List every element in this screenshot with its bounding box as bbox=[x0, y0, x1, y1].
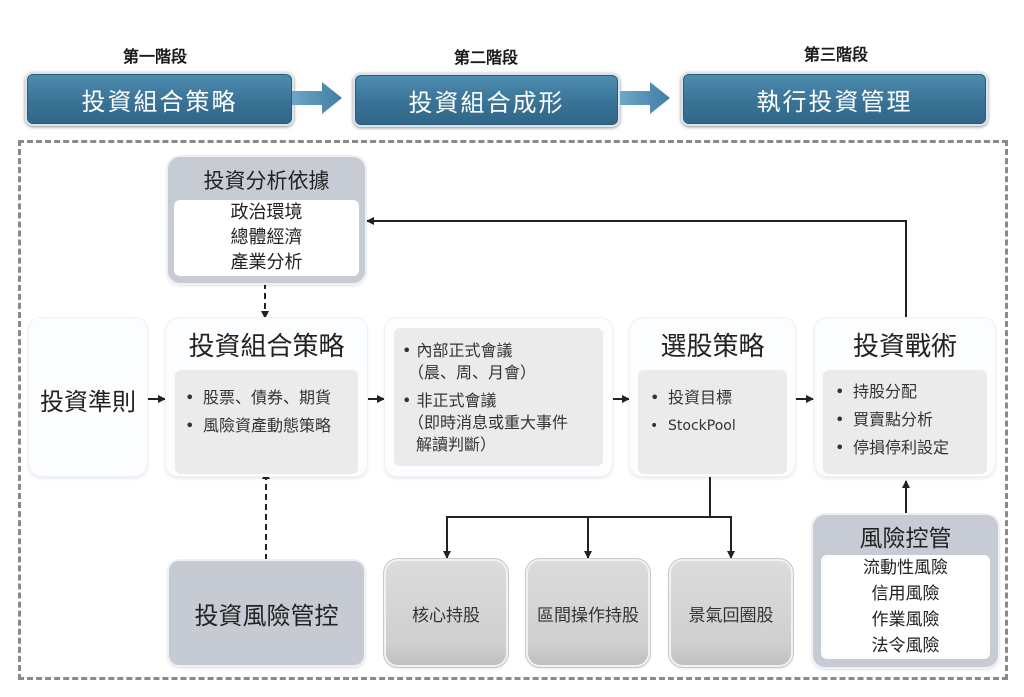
stage-1-box: 投資組合策略 bbox=[25, 72, 294, 126]
meeting-item-informal: • 非正式會議 （即時消息或重大事件 解讀判斷） bbox=[402, 391, 569, 454]
process-frame bbox=[18, 140, 1008, 680]
tactics-item: 持股分配 bbox=[831, 378, 987, 406]
stage-arrow-1-icon bbox=[292, 82, 342, 114]
meeting-formal-title: 內部正式會議 bbox=[416, 341, 513, 360]
tactics-item: 停損停利設定 bbox=[831, 434, 987, 462]
stock-selection-title: 選股策略 bbox=[660, 332, 765, 362]
tactics-item: 買賣點分析 bbox=[831, 406, 987, 434]
investment-principles-card: 投資準則 bbox=[29, 318, 147, 476]
analysis-basis-list: 政治環境 總體經濟 產業分析 bbox=[174, 200, 359, 276]
risk-control-item: 流動性風險 bbox=[863, 558, 948, 578]
branch-to-cyclical bbox=[710, 516, 735, 559]
risk-control-box: 風險控管 流動性風險 信用風險 作業風險 法令風險 bbox=[813, 515, 998, 667]
risk-control-title: 風險控管 bbox=[859, 526, 952, 552]
meetings-card: • 內部正式會議 （晨、周、月會） • 非正式會議 （即時消息或重大事件 解讀判… bbox=[385, 318, 612, 476]
portfolio-strategy-body: 股票、債券、期貨 風險資產動態策略 bbox=[175, 370, 358, 474]
analysis-basis-title: 投資分析依據 bbox=[203, 169, 330, 193]
portfolio-strategy-card: 投資組合策略 股票、債券、期貨 風險資產動態策略 bbox=[166, 318, 367, 476]
risk-control-item: 法令風險 bbox=[871, 636, 940, 656]
stage-3-box: 執行投資管理 bbox=[681, 72, 988, 126]
meeting-informal-detail: （即時消息或重大事件 bbox=[408, 413, 569, 432]
stock-selection-item: StockPool bbox=[646, 412, 787, 440]
meeting-item-formal: • 內部正式會議 （晨、周、月會） bbox=[402, 341, 537, 382]
tactics-card: 投資戰術 持股分配 買賣點分析 停損停利設定 bbox=[815, 318, 995, 476]
analysis-basis-box: 投資分析依據 政治環境 總體經濟 產業分析 bbox=[168, 157, 365, 283]
analysis-basis-item: 產業分析 bbox=[230, 252, 303, 273]
holding-core-box: 核心持股 bbox=[386, 561, 506, 665]
stock-selection-card: 選股策略 投資目標 StockPool bbox=[630, 318, 795, 476]
stage-2-box: 投資組合成形 bbox=[353, 73, 620, 127]
analysis-basis-item: 政治環境 bbox=[230, 202, 303, 223]
stage-2-title: 投資組合成形 bbox=[408, 88, 565, 117]
holding-band-trading-box: 區間操作持股 bbox=[528, 561, 648, 665]
holding-cyclical-label: 景氣回圈股 bbox=[688, 605, 774, 626]
tactics-title: 投資戰術 bbox=[852, 332, 957, 362]
portfolio-strategy-item: 股票、債券、期貨 bbox=[181, 384, 358, 412]
investment-risk-management-title: 投資風險管控 bbox=[194, 601, 339, 630]
stage-2-label: 第二階段 bbox=[453, 48, 518, 67]
meeting-informal-detail-2: 解讀判斷） bbox=[416, 435, 497, 454]
stage-arrow-2-icon bbox=[620, 82, 670, 114]
tactics-body: 持股分配 買賣點分析 停損停利設定 bbox=[823, 370, 987, 474]
portfolio-strategy-title: 投資組合策略 bbox=[188, 332, 345, 362]
feedback-line bbox=[366, 217, 907, 320]
meeting-formal-detail: （晨、周、月會） bbox=[408, 363, 537, 382]
stock-selection-body: 投資目標 StockPool bbox=[638, 370, 787, 474]
meeting-informal-title: 非正式會議 bbox=[416, 391, 497, 410]
branch-line bbox=[443, 475, 711, 559]
stage-3-title: 執行投資管理 bbox=[756, 87, 913, 116]
stage-1-title: 投資組合策略 bbox=[81, 87, 238, 116]
risk-control-list: 流動性風險 信用風險 作業風險 法令風險 bbox=[821, 555, 990, 659]
investment-principles-title: 投資準則 bbox=[40, 388, 136, 416]
stage-1-label: 第一階段 bbox=[122, 47, 187, 66]
analysis-basis-item: 總體經濟 bbox=[230, 227, 303, 248]
holding-band-trading-label: 區間操作持股 bbox=[537, 605, 639, 626]
risk-control-item: 信用風險 bbox=[871, 584, 940, 604]
risk-control-item: 作業風險 bbox=[871, 610, 940, 630]
meetings-body: • 內部正式會議 （晨、周、月會） • 非正式會議 （即時消息或重大事件 解讀判… bbox=[394, 328, 603, 466]
holding-core-label: 核心持股 bbox=[412, 605, 480, 626]
stock-selection-item: 投資目標 bbox=[646, 384, 787, 412]
portfolio-strategy-item: 風險資產動態策略 bbox=[181, 412, 358, 440]
investment-risk-management-box: 投資風險管控 bbox=[169, 561, 364, 665]
stage-3-label: 第三階段 bbox=[803, 45, 868, 64]
holding-cyclical-box: 景氣回圈股 bbox=[671, 561, 791, 665]
